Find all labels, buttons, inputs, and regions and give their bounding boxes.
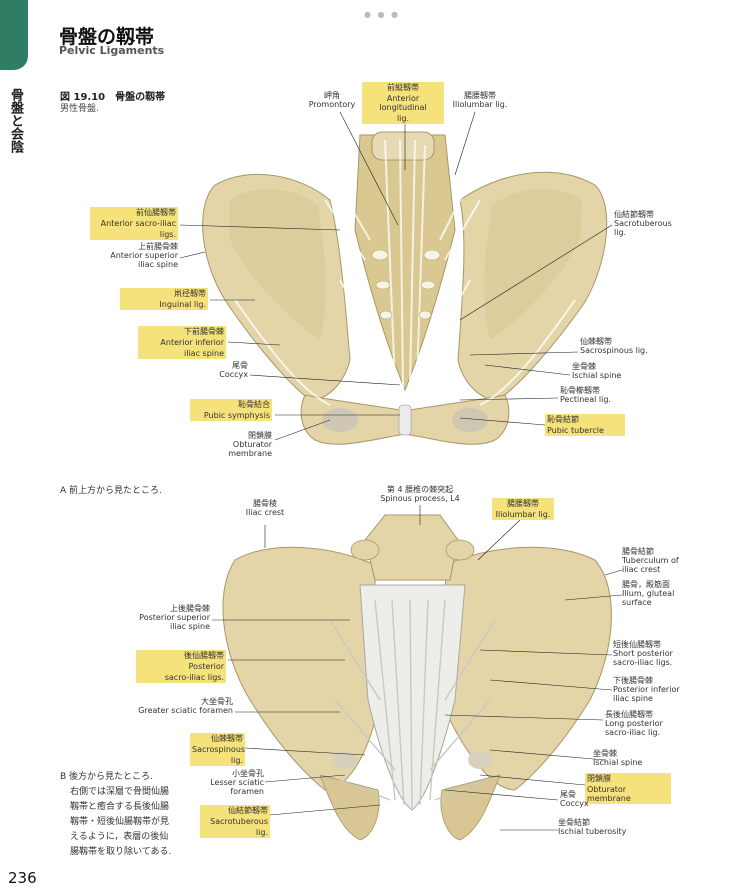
figure-subcaption: 男性骨盤. [60, 104, 99, 114]
caption-view-a: A 前上方から見たところ. [60, 486, 162, 496]
chapter-sidebar-label: 骨盤と会陰 [8, 88, 23, 153]
page-title: 骨盤の靱帯 [59, 26, 155, 48]
caption-view-b: B 後方から見たところ. 右側では深層で骨間仙腸 靱帯と癒合する長後仙腸 靱帯・… [60, 772, 172, 857]
page-indicator-dots: ● ● ● [364, 10, 401, 19]
chapter-tab [0, 0, 28, 70]
figure-caption: 図 19.10 骨盤の靱帯 [60, 92, 166, 103]
page-title-english: Pelvic Ligaments [59, 44, 165, 57]
page-number: 236 [8, 869, 37, 887]
